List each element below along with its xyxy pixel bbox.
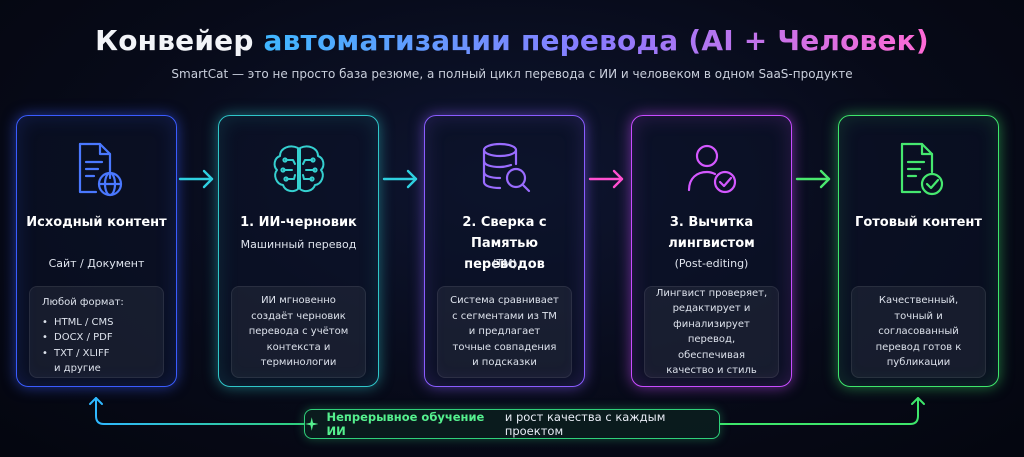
stage-subtitle: Сайт / Документ xyxy=(48,257,145,270)
sparkle-icon xyxy=(305,417,319,431)
feedback-text: и рост качества с каждым проектом xyxy=(504,410,666,438)
stage-source-content: Исходный контент Сайт / Документ Любой ф… xyxy=(16,115,177,387)
list-item: и другие xyxy=(54,363,101,374)
title-part-2: автоматизации перевода (AI + Человек) xyxy=(263,24,929,57)
arrow-right-icon xyxy=(588,169,624,189)
page-subtitle: SmartCat — это не просто база резюме, а … xyxy=(171,67,853,81)
stage-tm-check: 2. Сверка с Памятью переводов (TM) Систе… xyxy=(424,115,585,387)
stage-description: Лингвист проверяет, редактирует и финали… xyxy=(644,286,779,378)
format-list-box: Любой формат: HTML / CMS DOCX / PDF TXT … xyxy=(29,286,164,378)
stage-title: Готовый контент xyxy=(855,215,982,230)
stage-ready-content: Готовый контент Качественный, точный и с… xyxy=(838,115,999,387)
format-list-heading: Любой формат: xyxy=(42,297,124,308)
list-item: DOCX / PDF xyxy=(42,330,151,346)
brain-circuit-icon xyxy=(273,145,324,193)
stage-title: Исходный контент xyxy=(26,215,167,230)
stage-linguist-review: 3. Вычитка лингвистом (Post-editing) Лин… xyxy=(631,115,792,387)
stage-title: 1. ИИ-черновик xyxy=(240,215,357,230)
feedback-banner: Непрерывное обучение ИИ и рост качества … xyxy=(304,409,720,439)
arrow-right-icon xyxy=(178,169,214,189)
stage-ai-draft: 1. ИИ-черновик Машинный перевод ИИ мгнов… xyxy=(218,115,379,387)
document-check-icon xyxy=(900,142,943,196)
feedback-loop-lines xyxy=(89,397,925,425)
stage-title: 3. Вычитка лингвистом xyxy=(668,215,755,251)
stage-title: 2. Сверка с Памятью переводов xyxy=(462,215,547,272)
stage-description: Система сравнивает с сегментами из TM и … xyxy=(437,286,572,378)
list-item: TXT / XLIFF xyxy=(42,346,151,362)
user-check-icon xyxy=(687,144,736,194)
arrow-right-icon xyxy=(382,169,418,189)
database-search-icon xyxy=(482,142,530,193)
stage-subtitle: Машинный перевод xyxy=(240,238,357,251)
list-item: HTML / CMS xyxy=(42,315,151,331)
stage-description: ИИ мгновенно создаёт черновик перевода с… xyxy=(231,286,366,378)
arrow-right-icon xyxy=(795,169,831,189)
document-globe-icon xyxy=(78,142,122,197)
feedback-highlight: Непрерывное обучение ИИ xyxy=(326,410,485,438)
stage-description: Качественный, точный и согласованный пер… xyxy=(851,286,986,378)
title-part-1: Конвейер xyxy=(95,24,254,57)
stage-subtitle: (Post-editing) xyxy=(674,257,749,270)
page-title: Конвейер автоматизации перевода (AI + Че… xyxy=(0,24,1024,57)
stage-subtitle: (TM) xyxy=(492,257,517,270)
